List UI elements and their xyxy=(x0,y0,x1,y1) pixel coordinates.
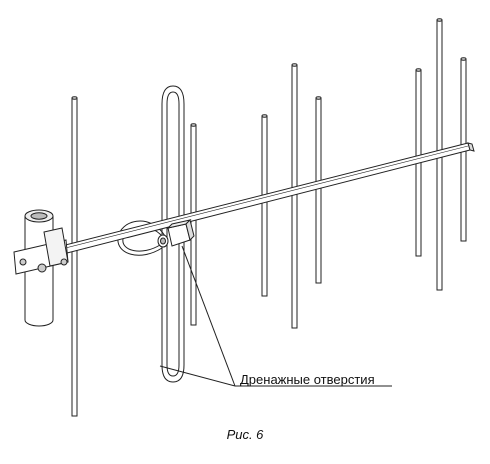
mast-clamp xyxy=(13,227,69,275)
element-reflector xyxy=(71,96,78,417)
antenna-elements xyxy=(71,18,467,417)
element-director-4 xyxy=(315,96,322,284)
element-director-3 xyxy=(291,63,298,329)
element-director-1 xyxy=(190,123,197,326)
callout-leaders xyxy=(159,245,392,387)
callout-label: Дренажные отверстия xyxy=(240,372,375,387)
figure-caption: Рис. 6 xyxy=(226,427,264,442)
element-director-2 xyxy=(261,114,268,297)
connector-box xyxy=(157,219,195,248)
boom xyxy=(21,142,475,265)
folded-dipole xyxy=(161,85,185,383)
